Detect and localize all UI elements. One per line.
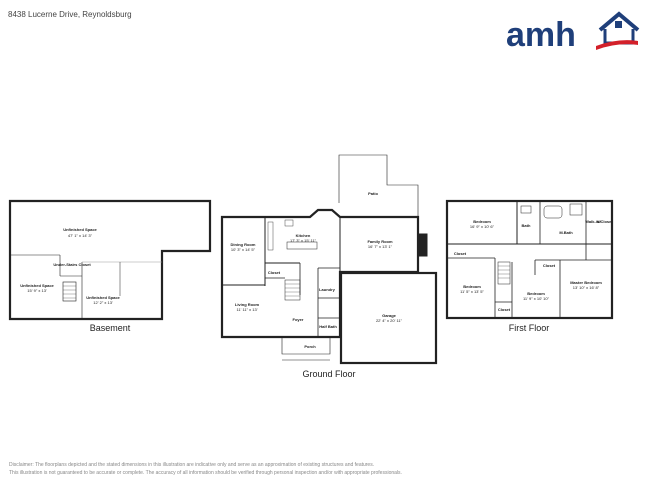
ground-room-name: Garage (382, 313, 397, 318)
ground-room-name: Kitchen (296, 233, 311, 238)
amh-logo: amh (504, 8, 640, 52)
first-room-size: 13' 10" x 16' 8" (573, 285, 600, 290)
property-address: 8438 Lucerne Drive, Reynoldsburg (8, 10, 132, 19)
first-room-name: Bath (522, 223, 531, 228)
floor-title-first: First Floor (509, 323, 550, 333)
basement-room-name: Unfinished Space (63, 227, 97, 232)
disclaimer-line-1: Disclaimer: The floorplans depicted and … (9, 462, 375, 468)
disclaimer-line-2: This illustration is not guaranteed to b… (9, 470, 402, 476)
first-room-name: W (597, 219, 601, 224)
ground-room-size: 22' 4" x 20' 11" (376, 318, 403, 323)
ground-room-size: 16' 7" x 13' 1" (368, 244, 393, 249)
basement-room-name: Unfinished Space (20, 283, 54, 288)
floor-title-basement: Basement (90, 323, 131, 333)
ground-floor-plan (220, 154, 438, 365)
floor-title-ground: Ground Floor (302, 369, 355, 379)
basement-room-name: Unfinished Space (86, 295, 120, 300)
ground-room-size: 11' 11" x 13' (236, 307, 257, 312)
first-room-name: Walk-in Closet (585, 219, 613, 224)
first-room-name: Closet (543, 263, 556, 268)
first-room-name: Bedroom (473, 219, 491, 224)
first-room-name: M.Bath (559, 230, 573, 235)
first-room-size: 16' 9" x 10' 6" (470, 224, 495, 229)
logo-wordmark: amh (506, 16, 576, 52)
basement-room-size: 15' 9" x 13' (27, 288, 47, 293)
first-room-name: Closet (498, 307, 511, 312)
basement-room-size: 12' 2" x 13' (93, 300, 113, 305)
first-room-name: Master Bedroom (570, 280, 602, 285)
ground-room-name: Porch (304, 344, 316, 349)
ground-room-name: Dining Room (231, 242, 256, 247)
ground-room-name: Living Room (235, 302, 260, 307)
ground-room-name: Fireplace (427, 239, 431, 252)
ground-room-name: Closet (268, 270, 281, 275)
basement-room-size: 47' 1" x 14' 3" (68, 233, 93, 238)
ground-room-name: Patio (368, 191, 378, 196)
first-room-name: Closet (454, 251, 467, 256)
ground-room-name: Half Bath (319, 324, 337, 329)
ground-room-name: Laundry (319, 287, 336, 292)
ground-room-size: 17' 3" x 15' 11" (290, 238, 317, 243)
ground-room-name: Family Room (367, 239, 393, 244)
first-room-name: Bedroom (463, 284, 481, 289)
first-room-name: Bedroom (527, 291, 545, 296)
basement-plan (8, 199, 212, 321)
first-floor-plan (445, 199, 614, 320)
ground-room-name: Foyer (293, 317, 304, 322)
first-room-size: 11' 5" x 13' 5" (460, 289, 484, 294)
basement-room-name: Under-Stairs Closet (53, 262, 91, 267)
first-room-size: 11' 9" x 10' 10" (523, 296, 550, 301)
ground-room-size: 10' 3" x 14' 5" (231, 247, 256, 252)
